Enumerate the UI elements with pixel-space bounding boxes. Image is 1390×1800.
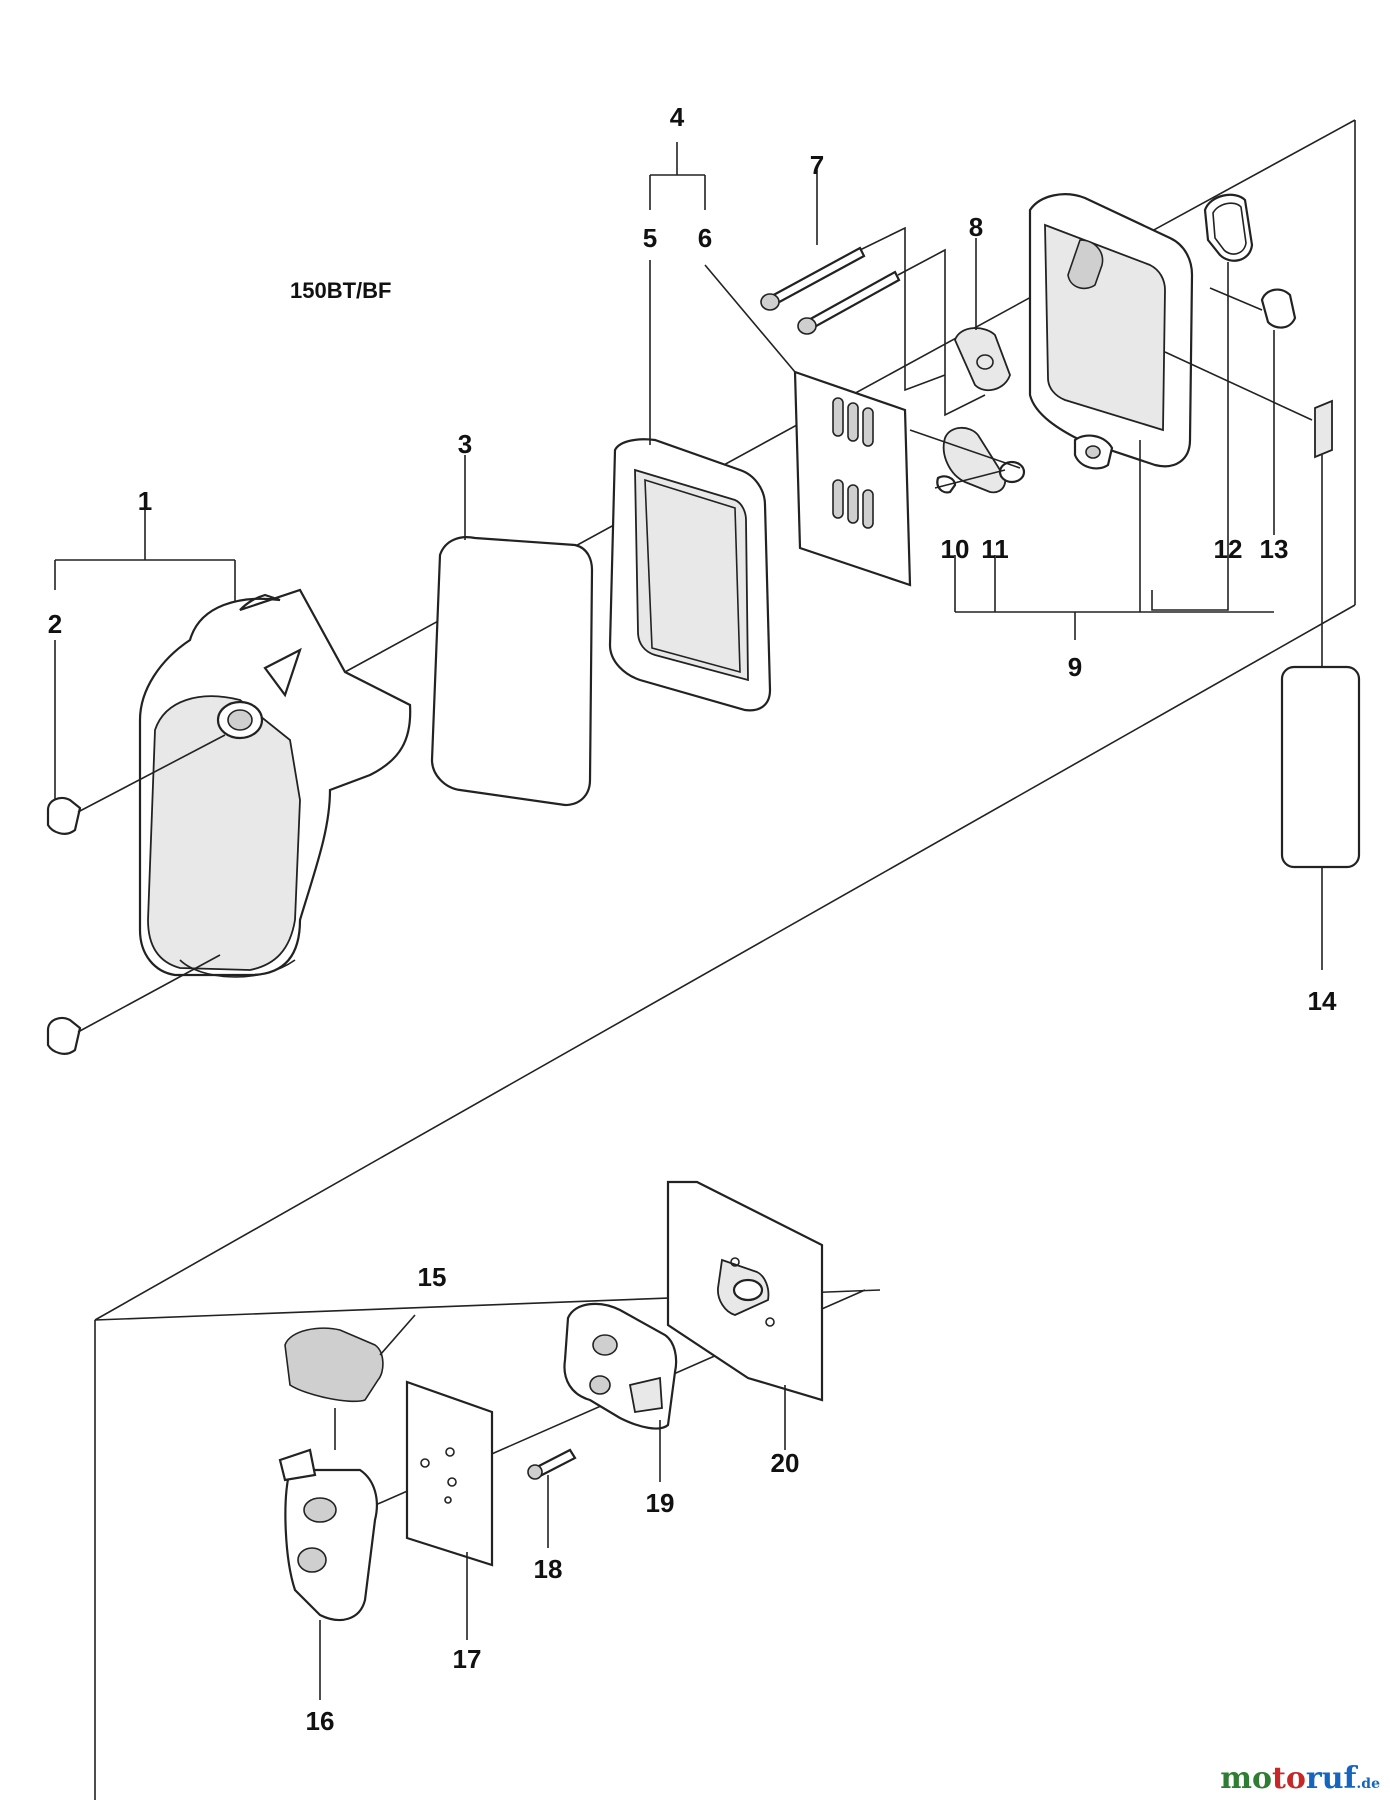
watermark-part-1: mo bbox=[1220, 1761, 1273, 1796]
callout-4-bracket bbox=[649, 142, 706, 445]
choke-plate bbox=[954, 238, 1011, 392]
callout-8: 8 bbox=[969, 212, 983, 242]
choke-lever bbox=[909, 426, 1026, 494]
callout-12: 12 bbox=[1214, 534, 1243, 564]
callout-4: 4 bbox=[670, 102, 685, 132]
callout-16: 16 bbox=[306, 1706, 335, 1736]
air-filter-housing bbox=[1028, 193, 1313, 470]
callout-1-2-bracket bbox=[54, 510, 236, 800]
callout-9: 9 bbox=[1068, 652, 1082, 682]
callout-18: 18 bbox=[534, 1554, 563, 1584]
housing-knob bbox=[1209, 287, 1297, 535]
callout-10: 10 bbox=[941, 534, 970, 564]
decal-label bbox=[1280, 399, 1361, 970]
intake-manifold bbox=[563, 1302, 678, 1482]
callout-6: 6 bbox=[698, 223, 712, 253]
callout-19: 19 bbox=[646, 1488, 675, 1518]
callout-2: 2 bbox=[48, 609, 62, 639]
filter-screen bbox=[704, 264, 912, 587]
callout-3: 3 bbox=[458, 429, 472, 459]
watermark-logo: motoruf.de bbox=[1220, 1761, 1380, 1796]
carburetor bbox=[278, 1448, 378, 1700]
filter-element bbox=[430, 455, 594, 807]
watermark-part-3: ruf bbox=[1305, 1761, 1357, 1796]
choke-cap bbox=[284, 1314, 416, 1450]
cover-knob-upper bbox=[46, 734, 226, 835]
air-filter-cover bbox=[138, 588, 412, 978]
watermark-tld: .de bbox=[1356, 1776, 1380, 1792]
o-ring bbox=[1151, 193, 1254, 611]
callout-7: 7 bbox=[810, 150, 824, 180]
intake-bolt bbox=[527, 1448, 577, 1548]
filter-gasket bbox=[608, 438, 772, 712]
callout-5: 5 bbox=[643, 223, 657, 253]
callout-14: 14 bbox=[1308, 986, 1337, 1016]
cover-knob-lower bbox=[46, 954, 221, 1055]
callout-13: 13 bbox=[1260, 534, 1289, 564]
long-screws bbox=[760, 170, 986, 417]
heat-shield-gasket bbox=[666, 1180, 824, 1450]
callout-20: 20 bbox=[771, 1448, 800, 1478]
callout-9-bracket bbox=[954, 440, 1274, 640]
callout-11: 11 bbox=[981, 534, 1009, 564]
callout-17: 17 bbox=[453, 1644, 482, 1674]
carburetor-gasket bbox=[405, 1380, 494, 1640]
model-label: 150BT/BF bbox=[290, 278, 391, 303]
callout-15: 15 bbox=[418, 1262, 447, 1292]
callout-1: 1 bbox=[138, 486, 152, 516]
watermark-part-2: to bbox=[1272, 1761, 1306, 1796]
